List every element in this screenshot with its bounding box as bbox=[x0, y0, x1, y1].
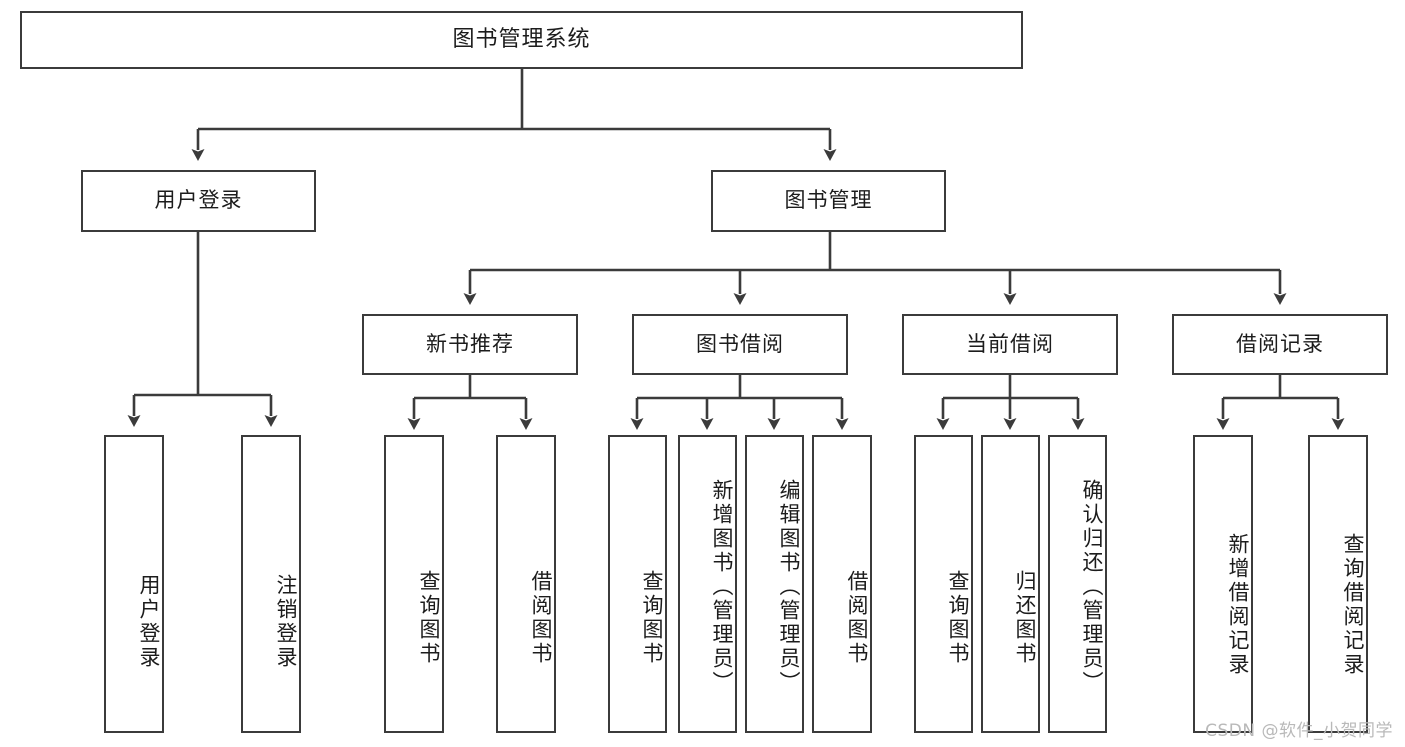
node-book-borrow[interactable]: 图书借阅 bbox=[632, 314, 848, 375]
node-label: 借阅图书 bbox=[845, 570, 869, 666]
node-label: 新增借阅记录 bbox=[1226, 533, 1250, 677]
node-label: 借阅图书 bbox=[529, 570, 553, 666]
node-current-borrow[interactable]: 当前借阅 bbox=[902, 314, 1118, 375]
node-label: 编辑图书（管理员） bbox=[777, 479, 801, 695]
node-label: 归还图书 bbox=[1013, 570, 1037, 666]
leaf-book-borrow-add-book-admin[interactable]: 新增图书（管理员） bbox=[678, 435, 737, 733]
node-label: 图书借阅 bbox=[696, 331, 784, 356]
node-label: 查询图书 bbox=[640, 570, 664, 666]
node-label: 图书管理 bbox=[784, 188, 873, 213]
node-label: 当前借阅 bbox=[966, 331, 1054, 356]
node-label: 用户登录 bbox=[137, 573, 161, 670]
node-borrow-record[interactable]: 借阅记录 bbox=[1172, 314, 1388, 375]
node-label: 用户登录 bbox=[154, 188, 243, 213]
leaf-borrow-record-add-record[interactable]: 新增借阅记录 bbox=[1193, 435, 1253, 733]
node-label: 确认归还（管理员） bbox=[1080, 479, 1104, 695]
leaf-user-login-login[interactable]: 用户登录 bbox=[104, 435, 164, 733]
leaf-current-borrow-query-book[interactable]: 查询图书 bbox=[914, 435, 973, 733]
node-label: 注销登录 bbox=[274, 573, 298, 670]
leaf-book-borrow-borrow-book[interactable]: 借阅图书 bbox=[812, 435, 872, 733]
node-root-book-management-system[interactable]: 图书管理系统 bbox=[20, 11, 1023, 69]
leaf-current-borrow-confirm-return-admin[interactable]: 确认归还（管理员） bbox=[1048, 435, 1107, 733]
csdn-watermark: CSDN @软件_小贺同学 bbox=[1205, 721, 1393, 741]
node-label: 查询图书 bbox=[946, 570, 970, 666]
leaf-user-login-logout[interactable]: 注销登录 bbox=[241, 435, 301, 733]
node-label: 新增图书（管理员） bbox=[710, 479, 734, 695]
node-label: 图书管理系统 bbox=[452, 26, 591, 52]
node-book-management[interactable]: 图书管理 bbox=[711, 170, 946, 232]
leaf-current-borrow-return-book[interactable]: 归还图书 bbox=[981, 435, 1040, 733]
leaf-borrow-record-query-record[interactable]: 查询借阅记录 bbox=[1308, 435, 1368, 733]
node-label: 新书推荐 bbox=[426, 331, 514, 356]
node-label: 借阅记录 bbox=[1236, 331, 1324, 356]
node-new-book-recommend[interactable]: 新书推荐 bbox=[362, 314, 578, 375]
leaf-new-book-borrow-book[interactable]: 借阅图书 bbox=[496, 435, 556, 733]
node-label: 查询图书 bbox=[417, 570, 441, 666]
leaf-book-borrow-edit-book-admin[interactable]: 编辑图书（管理员） bbox=[745, 435, 804, 733]
leaf-book-borrow-query-book[interactable]: 查询图书 bbox=[608, 435, 667, 733]
node-user-login[interactable]: 用户登录 bbox=[81, 170, 316, 232]
node-label: 查询借阅记录 bbox=[1341, 533, 1365, 677]
leaf-new-book-query-book[interactable]: 查询图书 bbox=[384, 435, 444, 733]
